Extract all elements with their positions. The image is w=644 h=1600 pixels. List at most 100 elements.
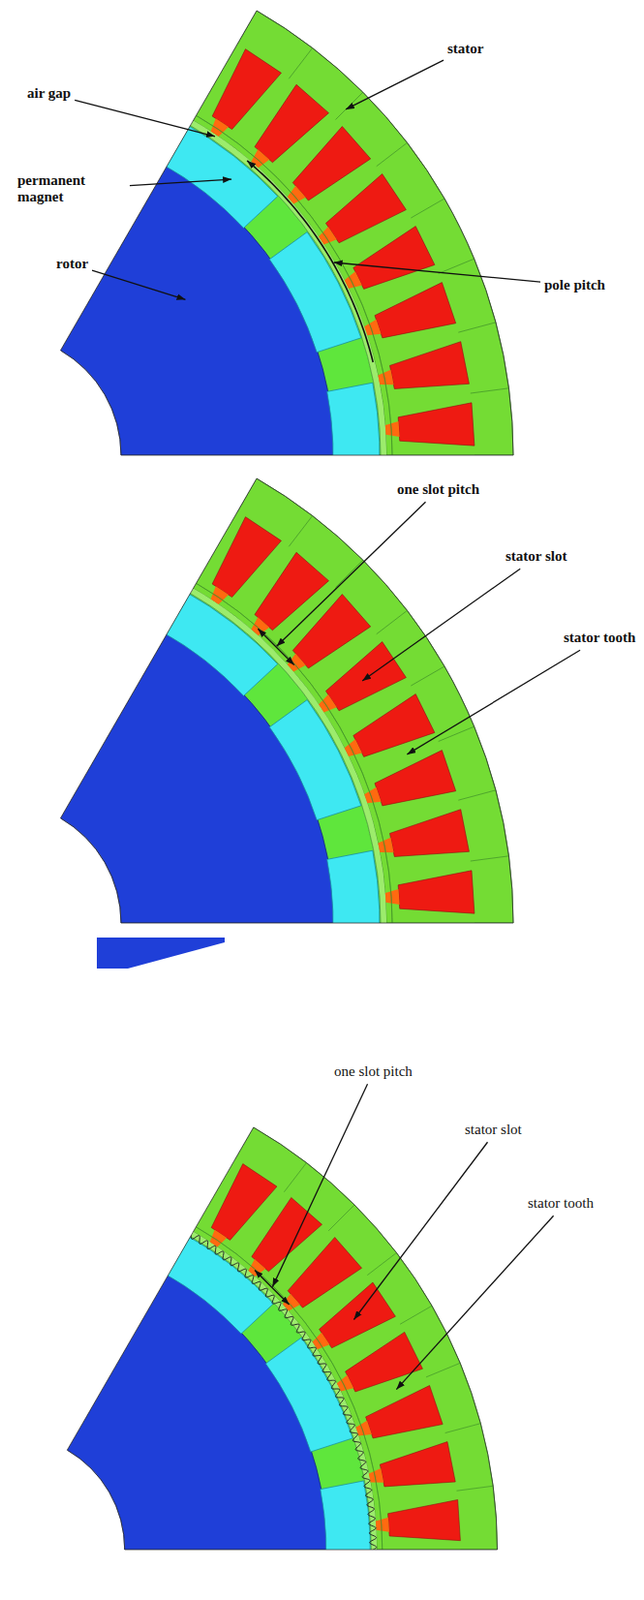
- part-label: stator: [447, 40, 485, 58]
- part-label: one slot pitch: [397, 481, 480, 498]
- slot-opening: [318, 226, 338, 245]
- leader-arrow: [334, 262, 541, 282]
- slot-opening: [344, 738, 363, 757]
- stator-slot: [325, 642, 406, 711]
- stator-slot: [398, 402, 475, 446]
- mesh-line: [458, 322, 496, 333]
- mesh-line: [399, 1305, 432, 1324]
- leader-arrow: [396, 1215, 553, 1389]
- part-label: stator tooth: [563, 629, 638, 646]
- stator-slot: [211, 1164, 277, 1241]
- stator-slot: [292, 126, 370, 201]
- mesh-line: [367, 1252, 397, 1275]
- part-label: one slot pitch: [334, 1063, 413, 1080]
- rotor: [66, 1274, 327, 1550]
- slot-opening: [211, 585, 229, 605]
- mesh-line: [376, 142, 408, 166]
- mesh-line: [445, 1423, 482, 1434]
- mesh-line: [335, 559, 363, 587]
- leader-arrow: [92, 270, 185, 300]
- stator-slot: [389, 809, 469, 858]
- mesh-line: [470, 388, 510, 394]
- slot-opening: [385, 421, 400, 437]
- leader-arrow: [353, 1141, 488, 1319]
- leader-arrow: [406, 649, 581, 755]
- mesh-line: [457, 1485, 494, 1491]
- slot-opening: [375, 1517, 390, 1533]
- stator-slot: [251, 1196, 323, 1271]
- slot-opening: [211, 118, 229, 137]
- part-label: stator slot: [464, 1121, 529, 1138]
- mesh-line: [426, 1362, 460, 1378]
- stator-slot: [374, 282, 457, 338]
- stator-slot: [353, 694, 435, 758]
- permanent-magnet: [327, 382, 380, 502]
- slot-opening: [385, 889, 400, 905]
- slot-opening: [344, 271, 363, 289]
- stator-slot: [366, 1385, 444, 1439]
- permanent-magnet: [327, 850, 380, 970]
- mesh-line: [196, 582, 394, 923]
- leader-arrow: [345, 60, 444, 110]
- part-label: stator slot: [505, 548, 570, 565]
- motor-sector: [61, 10, 515, 502]
- rotor-fragment: [96, 937, 225, 969]
- motor-sector: [66, 1127, 497, 1594]
- slot-opening: [312, 1332, 331, 1350]
- mesh-line: [283, 1163, 307, 1193]
- mesh-line: [410, 198, 445, 218]
- permanent-magnet: [269, 232, 362, 353]
- stator-slot: [325, 174, 406, 244]
- mesh-line: [438, 726, 475, 741]
- part-label: stator tooth: [527, 1195, 602, 1212]
- slot-opening: [247, 1258, 266, 1277]
- slot-opening: [287, 653, 307, 673]
- slot-opening: [250, 149, 270, 168]
- mesh-line: [328, 1204, 355, 1231]
- permanent-magnet: [320, 1480, 371, 1594]
- part-label: air gap: [27, 85, 71, 102]
- mesh-line: [438, 258, 475, 274]
- stator-slot: [379, 1441, 456, 1487]
- stator-slot: [254, 552, 329, 630]
- mesh-line: [288, 516, 312, 548]
- mesh-line: [288, 48, 312, 80]
- mesh-line: [458, 790, 496, 800]
- rotor: [61, 165, 336, 456]
- leader-arrow: [129, 179, 232, 186]
- stator-slot: [388, 1500, 461, 1541]
- mesh-line: [195, 1226, 382, 1550]
- sector-outline: [66, 1127, 497, 1550]
- sector-outline: [61, 478, 515, 923]
- sector-outline: [61, 10, 515, 456]
- stator-slot: [345, 1331, 424, 1392]
- slot-opening: [318, 694, 338, 712]
- slot-opening: [282, 1293, 301, 1312]
- stator-slot: [398, 870, 475, 914]
- stator-slot: [212, 49, 281, 130]
- part-label: pole pitch: [544, 276, 609, 294]
- mesh-line: [410, 666, 445, 686]
- permanent-magnet: [269, 700, 362, 821]
- mesh-line: [470, 856, 510, 861]
- leader-arrow: [276, 501, 427, 646]
- rotor: [61, 633, 336, 923]
- leader-arrow: [74, 99, 215, 136]
- stator-slot: [389, 341, 469, 390]
- slot-opening: [287, 185, 307, 205]
- slot-pitch-dimension: [254, 1269, 289, 1304]
- stator-slot: [292, 594, 370, 669]
- permanent-magnet: [265, 1337, 353, 1452]
- stator-slot: [374, 750, 457, 806]
- stator-slot: [254, 84, 329, 162]
- leader-arrow: [272, 1083, 368, 1287]
- stator-slot: [287, 1237, 362, 1309]
- mesh-line: [376, 610, 408, 634]
- part-label: permanent magnet: [17, 172, 126, 207]
- part-label: rotor: [56, 255, 89, 273]
- slot-opening: [250, 616, 270, 636]
- mesh-line: [335, 92, 363, 120]
- mesh-line: [196, 115, 394, 456]
